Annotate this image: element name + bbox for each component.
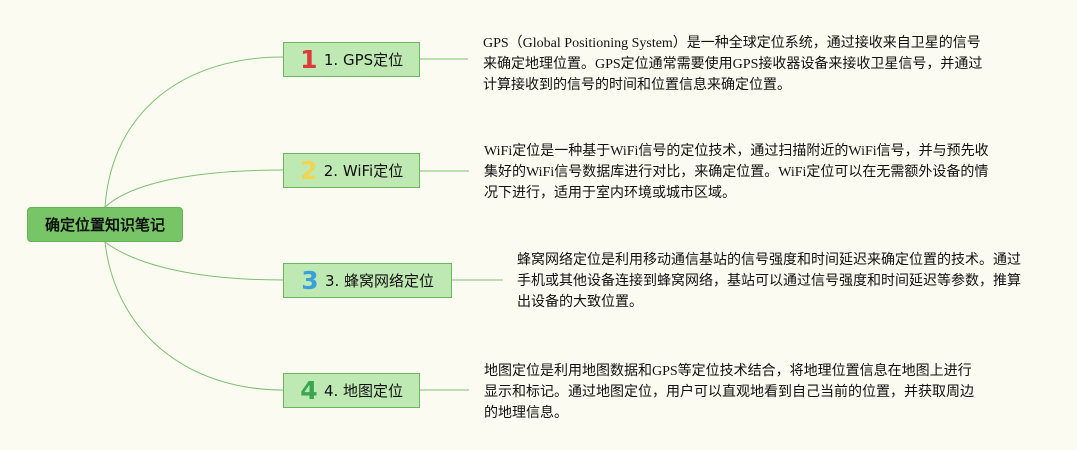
number-one-icon: 1 (300, 45, 318, 74)
topic-label: 1. GPS定位 (323, 51, 404, 69)
number-four-icon: 4 (300, 376, 318, 405)
note-map: 地图定位是利用地图数据和GPS等定位技术结合，将地理位置信息在地图上进行显示和标… (484, 364, 974, 421)
topic-wifi-positioning[interactable]: 2 2. WiFi定位 (283, 153, 420, 188)
topic-label: 2. WiFi定位 (323, 162, 404, 180)
note-cellular: 蜂窝网络定位是利用移动通信基站的信号强度和时间延迟来确定位置的技术。通过手机或其… (517, 253, 1021, 310)
topic-cellular-positioning[interactable]: 3 3. 蜂窝网络定位 (283, 263, 452, 298)
root-topic[interactable]: 确定位置知识笔记 (27, 207, 183, 242)
connector-root-to-topic-4 (104, 241, 284, 391)
topic-label: 3. 蜂窝网络定位 (324, 272, 435, 290)
connector-root-to-topic-2 (104, 169, 284, 208)
number-three-icon: 3 (301, 266, 319, 295)
number-two-icon: 2 (300, 156, 318, 185)
connector-root-to-topic-1 (104, 56, 284, 208)
topic-label: 4. 地图定位 (323, 382, 404, 400)
topic-map-positioning[interactable]: 4 4. 地图定位 (283, 373, 420, 408)
note-wifi: WiFi定位是一种基于WiFi信号的定位技术，通过扫描附近的WiFi信号，并与预… (484, 144, 989, 201)
root-topic-label: 确定位置知识笔记 (44, 216, 165, 234)
connector-root-to-topic-3 (104, 241, 284, 281)
topic-gps-positioning[interactable]: 1 1. GPS定位 (283, 42, 420, 77)
note-gps: GPS（Global Positioning System）是一种全球定位系统，… (483, 36, 983, 93)
